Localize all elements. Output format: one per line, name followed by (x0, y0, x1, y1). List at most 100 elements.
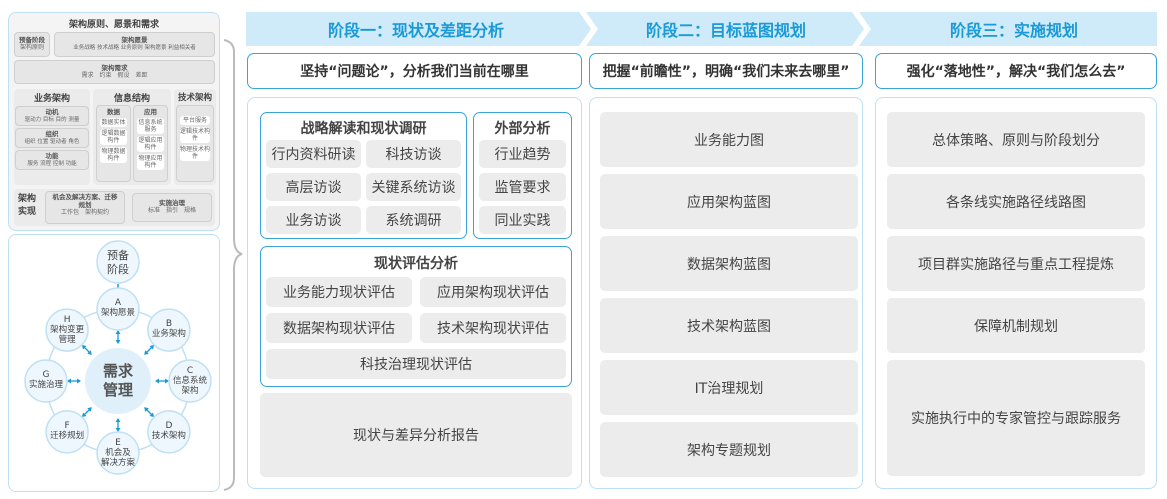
tech-column: 技术架构 平台服务 逻辑技术构件 物理技术构件 (174, 89, 216, 185)
prep-label: 阶段 (107, 262, 129, 276)
strategy-item: 行内资料研读 (266, 140, 361, 168)
info-title: 信息结构 (113, 94, 150, 104)
data-title: 数据 (107, 108, 120, 116)
phase-node-h (45, 308, 89, 352)
arrow-head (81, 344, 87, 350)
node-label: 架构变更 (50, 324, 85, 335)
external-title: 外部分析 (494, 121, 551, 137)
arrow-head (149, 412, 155, 418)
blueprint-item: 数据架构蓝图 (600, 236, 858, 291)
phase-node-f (45, 410, 89, 454)
impl-title: 架构实现 (17, 194, 36, 217)
external-item: 行业趋势 (479, 140, 566, 168)
arrow-head (115, 428, 121, 432)
node-label: 实施治理 (29, 379, 64, 390)
info-column: 信息结构 数据 数据实体 逻辑数据构件 物理数据构件 应用 信息系统服务 逻辑应… (93, 89, 171, 185)
tech-item: 物理技术构件 (180, 145, 211, 161)
impl-row: 架构实现 机会及解决方案、迁移规划 工作包 架构契约 实施治理 标准 指引 规格 (14, 189, 215, 226)
node-label: 机会及 (105, 447, 131, 458)
implementation-item: 实施执行中的专家管控与跟踪服务 (887, 360, 1145, 476)
gov-title: 实施治理 (159, 199, 185, 207)
node-label: 业务架构 (152, 328, 186, 339)
app-item: 物理应用构件 (137, 154, 164, 170)
assessment-item: 科技治理现状评估 (266, 349, 566, 379)
assessment-item: 技术架构现状评估 (420, 313, 566, 343)
arrow-head (87, 407, 92, 412)
node-letter: E (115, 438, 121, 448)
app-box: 应用 信息系统服务 逻辑应用构件 物理应用构件 (133, 105, 168, 182)
node-label: 管理 (59, 334, 77, 345)
phase-1-subtitle: 坚持“问题论”，分析我们当前在哪里 (247, 53, 582, 89)
data-box: 数据 数据实体 逻辑数据构件 物理数据构件 (96, 105, 131, 182)
gov-sub: 标准 指引 规格 (147, 207, 196, 214)
data-item: 数据实体 (100, 118, 127, 127)
prep-sub: 架构原则 (19, 44, 44, 51)
external-item: 同业实践 (479, 206, 566, 234)
opportunity-box: 机会及解决方案、迁移规划 工作包 架构契约 (45, 191, 125, 224)
node-letter: C (187, 366, 193, 376)
architecture-content-panel: 架构原则、愿景和需求 预备阶段 架构原则 架构愿景 业务战略 技术战略 业务原则… (8, 12, 220, 231)
phase-node-g (24, 359, 68, 403)
vision-sub: 业务战略 技术战略 业务原则 架构愿景 利益相关者 (73, 45, 196, 51)
prep-node (96, 240, 140, 284)
gap-report: 现状与差异分析报告 (260, 393, 572, 477)
implementation-item: 总体策略、原则与阶段划分 (887, 112, 1145, 167)
arrow-head (144, 350, 149, 355)
center-label: 需求管理 (102, 362, 133, 399)
prep-box: 预备阶段 架构原则 (14, 32, 50, 57)
node-label: 解决方案 (101, 457, 136, 468)
arrow-head (87, 350, 92, 355)
implementation-item: 保障机制规划 (887, 298, 1145, 353)
req-title: 架构需求 (101, 64, 128, 72)
center-circle (85, 348, 151, 414)
node-label: 架构 (181, 385, 198, 396)
principles-title: 架构原则、愿景和需求 (68, 20, 159, 30)
arrow-head (67, 378, 71, 384)
phase-node-b (147, 308, 191, 352)
node-letter: A (115, 298, 122, 308)
phase-node-a (96, 287, 140, 331)
app-item: 逻辑应用构件 (137, 136, 164, 152)
phase-node-c (168, 359, 212, 403)
phase-3-subtitle: 强化“落地性”，解决“我们怎么去” (875, 53, 1157, 89)
blueprint-item: 架构专题规划 (600, 422, 858, 477)
app-item: 信息系统服务 (137, 118, 164, 134)
strategy-item: 关键系统访谈 (366, 173, 461, 201)
implementation-item: 项目群实施路径与重点工程提炼 (887, 236, 1145, 291)
implementation-item: 各条线实施路径线路图 (887, 174, 1145, 229)
arrow-head (115, 418, 121, 422)
opp-sub: 工作包 架构契约 (60, 209, 109, 216)
strategy-item: 系统调研 (366, 206, 461, 234)
arrow-head (77, 378, 81, 384)
box-title: 动机 (45, 108, 59, 116)
node-label: 技术架构 (152, 430, 186, 441)
phase-3-banner: 阶段三：实施规划 (949, 21, 1078, 40)
tech-item: 逻辑技术构件 (180, 127, 211, 143)
box-sub: 组织 位置 驱动者 角色 (24, 139, 80, 145)
blueprint-item: 业务能力图 (600, 112, 858, 167)
phase-node-d (147, 410, 191, 454)
node-letter: G (43, 370, 50, 380)
phase-2-subtitle: 把握“前瞻性”，明确“我们未来去哪里” (589, 53, 863, 89)
adm-cycle-diagram: 预备阶段A架构愿景B业务架构C信息系统架构D技术架构E机会及解决方案F迁移规划G… (24, 240, 212, 475)
bracket (223, 39, 243, 491)
assessment-item: 数据架构现状评估 (266, 313, 412, 343)
arrow-head (144, 407, 149, 412)
arrow-head (149, 344, 155, 350)
blueprint-item: 技术架构蓝图 (600, 298, 858, 353)
assessment-title: 现状评估分析 (374, 256, 458, 272)
requirements-box: 架构需求 需求 约束 假设 差距 (14, 60, 215, 84)
business-title: 业务架构 (33, 94, 70, 104)
phase-1-banner: 阶段一：现状及差距分析 (327, 21, 504, 40)
arrow-head (115, 330, 121, 334)
assessment-item: 应用架构现状评估 (420, 277, 566, 307)
function-box: 功能服务 流程 控制 功能 (15, 150, 89, 170)
node-letter: F (64, 421, 69, 431)
box-title: 功能 (45, 152, 59, 160)
node-letter: B (166, 319, 172, 329)
node-letter: H (64, 315, 71, 325)
box-title: 组织 (45, 130, 59, 138)
node-label: 架构愿景 (101, 307, 135, 318)
tech-item: 平台服务 (180, 116, 210, 125)
blueprint-item: IT治理规划 (600, 360, 858, 415)
